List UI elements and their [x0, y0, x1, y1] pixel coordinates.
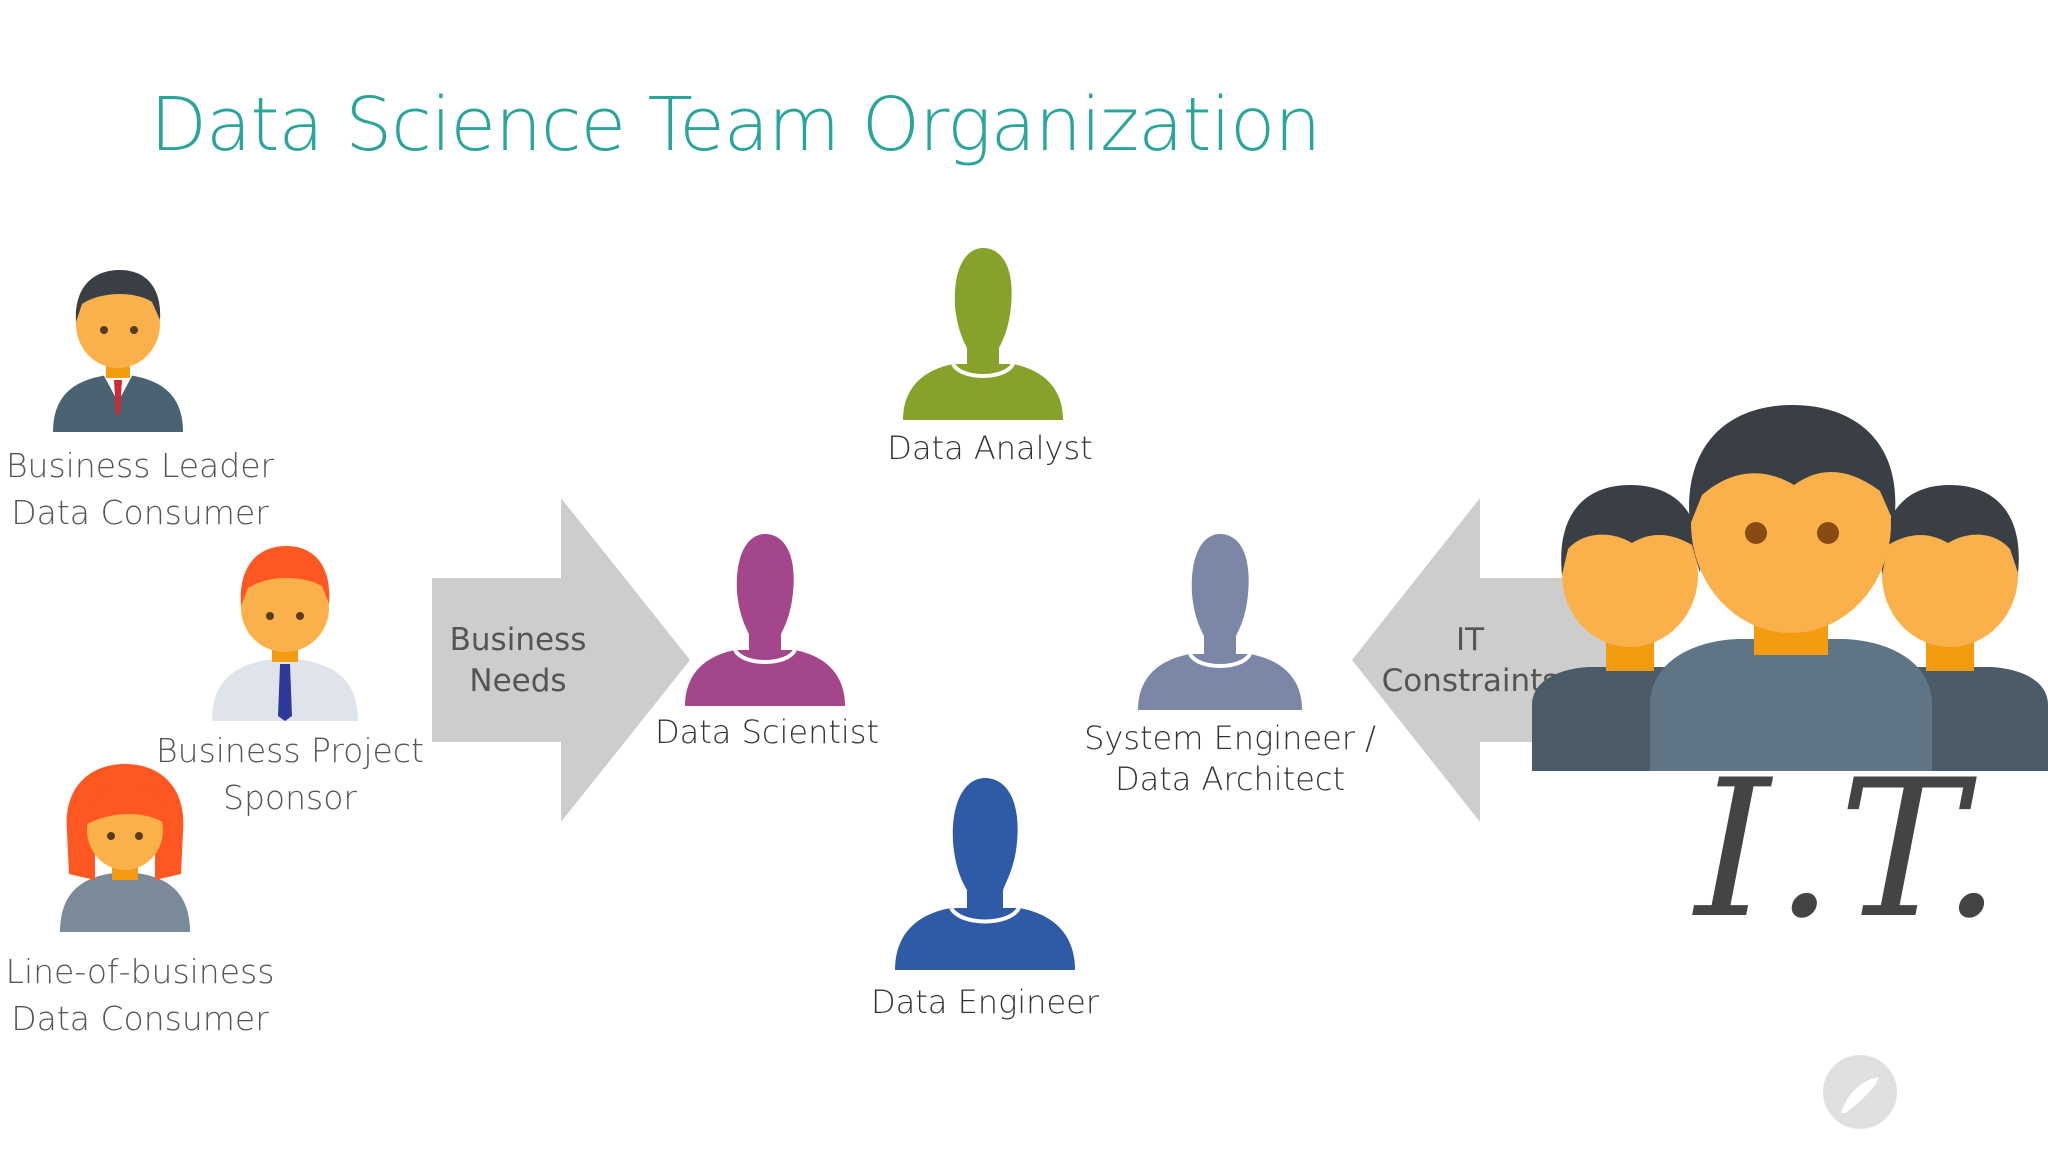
- lob-consumer-person-icon: [60, 764, 190, 932]
- data-analyst-label: Data Analyst: [887, 429, 1093, 467]
- data-analyst-silhouette-icon: [903, 248, 1063, 420]
- system-engineer-label: System Engineer / Data Architect: [1084, 719, 1376, 798]
- logo-icon: [1823, 1055, 1897, 1129]
- lob-consumer-label: Line-of-business Data Consumer: [5, 952, 275, 1038]
- business-needs-arrow: [432, 498, 690, 822]
- business-sponsor-person-icon: [212, 546, 358, 721]
- data-engineer-label: Data Engineer: [871, 983, 1099, 1021]
- system-engineer-silhouette-icon: [1138, 534, 1302, 710]
- business-sponsor-label: Business Project Sponsor: [156, 731, 424, 817]
- page-title: Data Science Team Organization: [150, 82, 1321, 168]
- it-constraints-label: IT Constraints: [1381, 622, 1559, 699]
- data-scientist-silhouette-icon: [685, 534, 845, 706]
- business-leader-person-icon: [53, 270, 183, 432]
- data-engineer-silhouette-icon: [895, 778, 1075, 970]
- it-label: I.T.: [1695, 739, 2006, 960]
- business-leader-label: Business Leader Data Consumer: [5, 446, 275, 532]
- business-needs-label: Business Needs: [449, 622, 587, 699]
- data-scientist-label: Data Scientist: [655, 713, 879, 751]
- it-group-icon: [1532, 405, 2048, 771]
